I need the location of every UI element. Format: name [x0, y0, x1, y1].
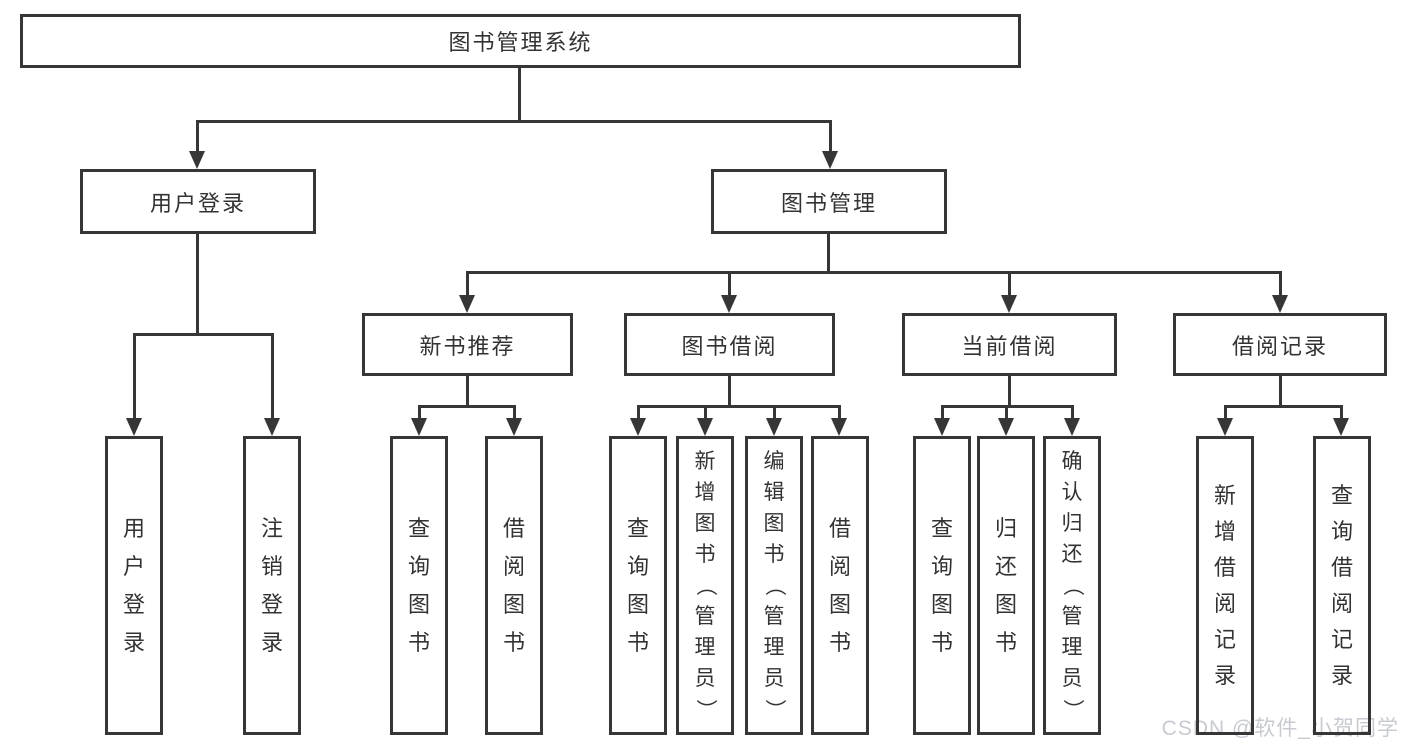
- arrowhead-icon: [697, 418, 713, 436]
- connector-line: [196, 120, 199, 153]
- leaf-label: 编辑图书（管理员）: [762, 450, 786, 720]
- connector-line: [827, 234, 830, 271]
- connector-line: [133, 333, 274, 336]
- leaf-borrow-books-recommend: 借阅图书: [485, 436, 543, 735]
- arrowhead-icon: [998, 418, 1014, 436]
- leaf-add-books-admin: 新增图书（管理员）: [676, 436, 734, 735]
- connector-line: [271, 333, 274, 418]
- connector-line: [941, 405, 944, 418]
- node-current-borrow: 当前借阅: [902, 313, 1117, 376]
- arrowhead-icon: [506, 418, 522, 436]
- arrowhead-icon: [822, 151, 838, 169]
- leaf-label: 注销登录: [260, 515, 283, 655]
- leaf-label: 查询图书: [407, 515, 430, 655]
- leaf-query-borrow-record: 查询借阅记录: [1313, 436, 1371, 735]
- connector-line: [518, 68, 521, 120]
- node-label: 借阅记录: [1231, 333, 1328, 359]
- connector-line: [466, 376, 469, 405]
- leaf-query-books-current: 查询图书: [913, 436, 971, 735]
- connector-line: [728, 376, 731, 405]
- node-label: 图书管理: [780, 190, 877, 216]
- leaf-add-borrow-record: 新增借阅记录: [1196, 436, 1254, 735]
- connector-line: [1340, 405, 1343, 418]
- connector-line: [1224, 405, 1342, 408]
- leaf-edit-books-admin: 编辑图书（管理员）: [745, 436, 803, 735]
- arrowhead-icon: [264, 418, 280, 436]
- leaf-label: 新增借阅记录: [1213, 482, 1236, 688]
- connector-line: [133, 333, 136, 418]
- node-user-login: 用户登录: [80, 169, 316, 234]
- leaf-query-books-recommend: 查询图书: [390, 436, 448, 735]
- arrowhead-icon: [766, 418, 782, 436]
- connector-line: [1279, 271, 1282, 297]
- arrowhead-icon: [1064, 418, 1080, 436]
- arrowhead-icon: [1272, 295, 1288, 313]
- arrowhead-icon: [934, 418, 950, 436]
- connector-line: [704, 405, 707, 418]
- connector-line: [418, 405, 421, 418]
- leaf-confirm-return-admin: 确认归还（管理员）: [1043, 436, 1101, 735]
- arrowhead-icon: [630, 418, 646, 436]
- leaf-label: 借阅图书: [502, 515, 525, 655]
- node-label: 新书推荐: [419, 333, 516, 359]
- leaf-label: 查询图书: [930, 515, 953, 655]
- leaf-label: 用户登录: [122, 515, 145, 655]
- leaf-logout: 注销登录: [243, 436, 301, 735]
- leaf-label: 归还图书: [994, 515, 1017, 655]
- node-book-management: 图书管理: [711, 169, 947, 234]
- arrowhead-icon: [411, 418, 427, 436]
- node-new-book-recommend: 新书推荐: [362, 313, 573, 376]
- leaf-user-login: 用户登录: [105, 436, 163, 735]
- leaf-label: 查询借阅记录: [1330, 482, 1353, 688]
- node-label: 图书借阅: [681, 333, 778, 359]
- connector-line: [1224, 405, 1227, 418]
- arrowhead-icon: [831, 418, 847, 436]
- node-label: 用户登录: [149, 190, 246, 216]
- connector-line: [829, 120, 832, 153]
- node-library-management-system: 图书管理系统: [20, 14, 1021, 68]
- connector-line: [466, 271, 469, 297]
- connector-line: [773, 405, 776, 418]
- connector-line: [637, 405, 841, 408]
- connector-line: [1005, 405, 1008, 418]
- node-label: 当前借阅: [961, 333, 1058, 359]
- leaf-return-books: 归还图书: [977, 436, 1035, 735]
- arrowhead-icon: [1001, 295, 1017, 313]
- arrowhead-icon: [1217, 418, 1233, 436]
- connector-line: [1008, 271, 1011, 297]
- leaf-borrow-books: 借阅图书: [811, 436, 869, 735]
- node-borrow-record: 借阅记录: [1173, 313, 1387, 376]
- leaf-label: 新增图书（管理员）: [693, 450, 717, 720]
- connector-line: [466, 271, 1282, 274]
- leaf-label: 确认归还（管理员）: [1060, 450, 1084, 720]
- node-book-borrow: 图书借阅: [624, 313, 835, 376]
- connector-line: [513, 405, 516, 418]
- connector-line: [418, 405, 516, 408]
- connector-line: [196, 234, 199, 333]
- connector-line: [196, 120, 832, 123]
- arrowhead-icon: [189, 151, 205, 169]
- arrowhead-icon: [126, 418, 142, 436]
- connector-line: [1279, 376, 1282, 405]
- arrowhead-icon: [1333, 418, 1349, 436]
- leaf-query-books-borrow: 查询图书: [609, 436, 667, 735]
- node-label: 图书管理系统: [448, 30, 593, 55]
- leaf-label: 借阅图书: [828, 515, 851, 655]
- connector-line: [637, 405, 640, 418]
- arrowhead-icon: [721, 295, 737, 313]
- connector-line: [1008, 376, 1011, 405]
- connector-line: [1071, 405, 1074, 418]
- connector-line: [728, 271, 731, 297]
- leaf-label: 查询图书: [626, 515, 649, 655]
- connector-line: [838, 405, 841, 418]
- arrowhead-icon: [459, 295, 475, 313]
